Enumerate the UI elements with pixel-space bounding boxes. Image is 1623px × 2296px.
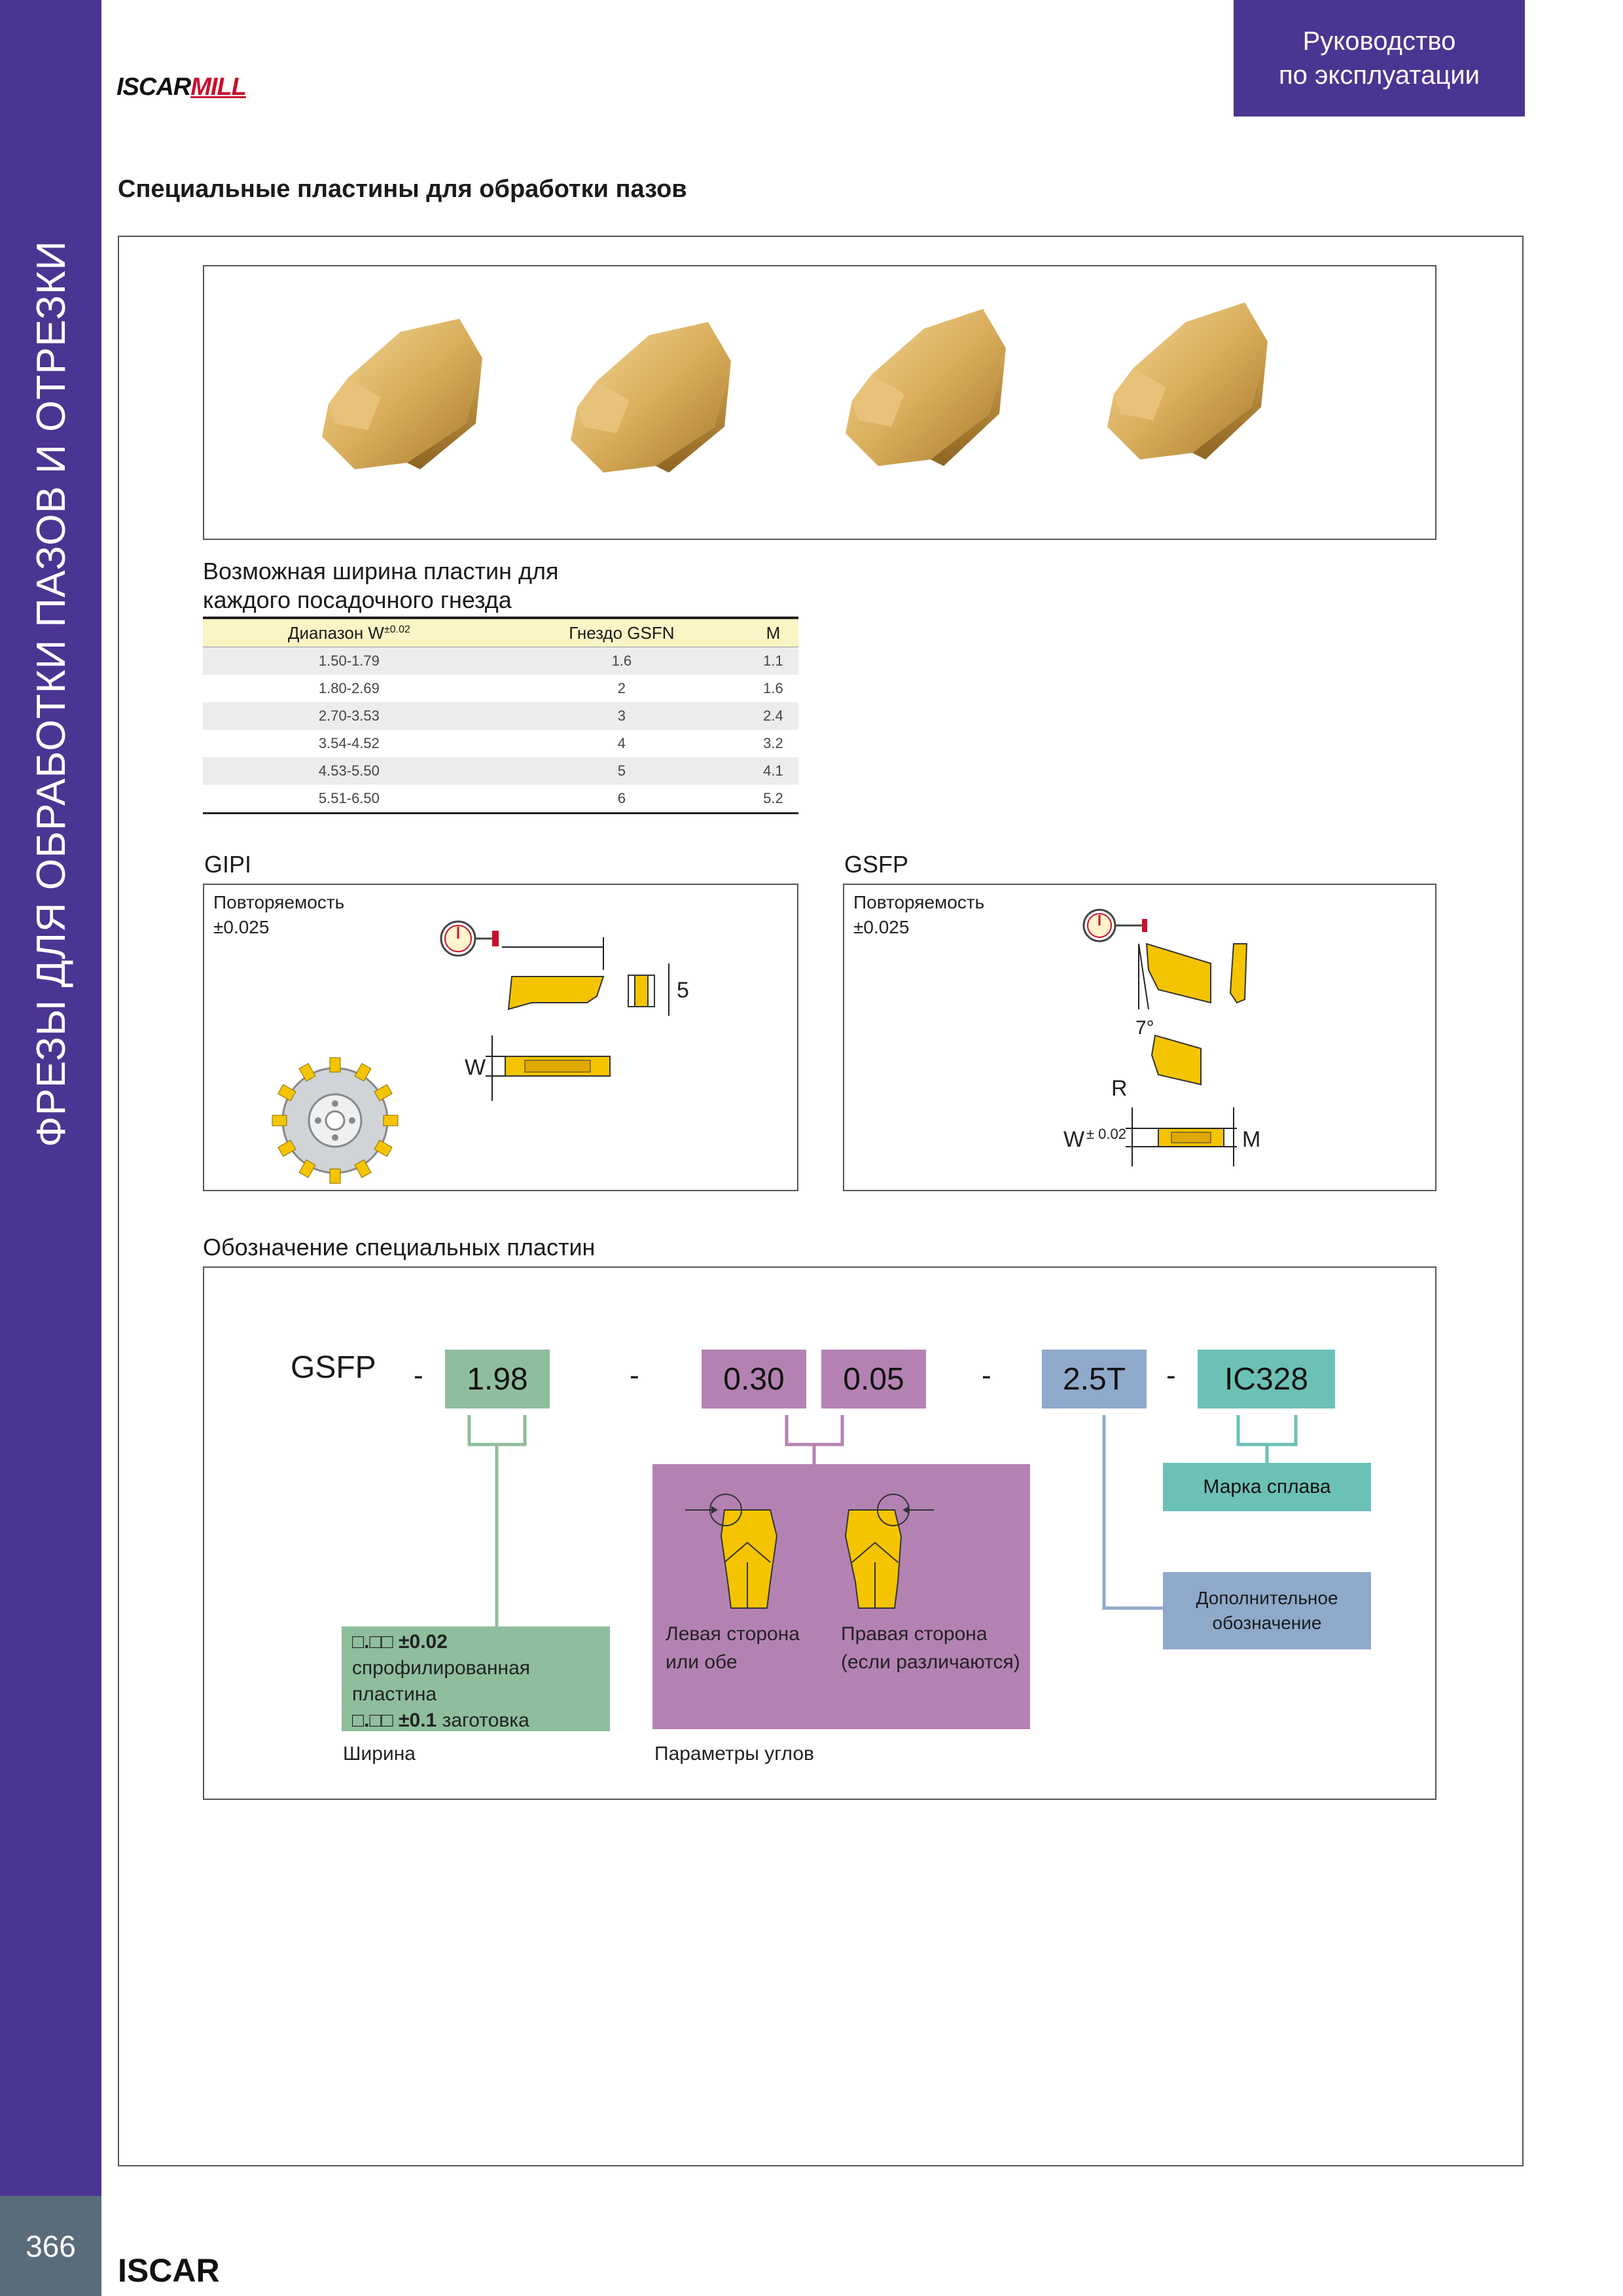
iscar-mill-logo: ISCARMILL [116, 73, 247, 101]
col-pocket: Гнездо GSFN [495, 617, 748, 647]
gsfp-dim-7: 7° [1135, 1017, 1154, 1039]
gsfp-dim-w: W [1063, 1127, 1084, 1152]
inserts-photo [322, 302, 1268, 473]
col-m: M [747, 617, 798, 647]
extra-label: Дополнительное обозначение [1163, 1572, 1371, 1649]
content-frame [118, 236, 1524, 2166]
code-angle-left-box: 0.30 [702, 1350, 806, 1408]
footer-brand: ISCAR [118, 2252, 220, 2289]
gsfp-title: GSFP [844, 851, 909, 878]
width-note-line4: □.□□ ±0.1 заготовка [352, 1710, 529, 1731]
extra-label-line2: обозначение [1212, 1613, 1322, 1633]
cutter-wheel-icon [272, 1057, 399, 1184]
insert-section-icon [628, 963, 669, 1016]
code-dash-2: - [630, 1359, 639, 1391]
right-side-line2: (если различаются) [841, 1651, 1020, 1673]
codes-connectors [467, 1415, 1298, 1628]
table-title-line1: Возможная ширина пластин для [203, 558, 559, 584]
right-side-line1: Правая сторона [841, 1623, 988, 1645]
width-caption: Ширина [343, 1743, 416, 1765]
manual-badge[interactable]: Руководство по эксплуатации [1234, 0, 1525, 117]
code-width-box: 1.98 [445, 1350, 550, 1408]
gipi-dim-5: 5 [677, 978, 689, 1003]
grade-label: Марка сплава [1163, 1463, 1371, 1511]
right-angle-insert-icon [844, 1494, 934, 1609]
gsfp-drawing: 7° R W ± 0.02 M [1063, 908, 1260, 1166]
angles-box: Левая сторона или обе Правая сторона (ес… [652, 1464, 1030, 1729]
gsfp-dim-r: R [1111, 1076, 1128, 1101]
col-range-tol: ±0.02 [383, 623, 410, 635]
extra-label-line1: Дополнительное [1196, 1588, 1338, 1608]
code-dash-3: - [982, 1359, 991, 1391]
gipi-rep-line2: ±0.025 [213, 917, 270, 937]
left-side-line1: Левая сторона [666, 1623, 800, 1645]
dial-gauge-icon [1082, 908, 1147, 942]
gipi-rep-line1: Повторяемость [213, 892, 345, 912]
left-side-line2: или обе [666, 1651, 738, 1673]
table-title-line2: каждого посадочного гнезда [203, 586, 512, 613]
angle-insert-drawings [685, 1494, 934, 1609]
width-note-box: □.□□ ±0.02 спрофилированная пластина □.□… [342, 1626, 610, 1731]
insert-photo-4 [1107, 302, 1268, 459]
insert-photo-1 [322, 319, 482, 469]
gsfp-rep-line2: ±0.025 [853, 917, 910, 937]
codes-title: Обозначение специальных пластин [203, 1234, 596, 1261]
gipi-title: GIPI [204, 851, 252, 878]
insert-side-icon [486, 1035, 611, 1101]
gsfp-dim-m: M [1242, 1127, 1260, 1152]
codes-frame: GSFP - 1.98 - 0.30 0.05 - 2.5T - IC328 М… [203, 1266, 1436, 1800]
page-number: 366 [0, 2196, 101, 2296]
dial-gauge-icon [440, 920, 499, 957]
code-angle-right-box: 0.05 [821, 1350, 926, 1408]
insert-side-icon [1126, 1107, 1237, 1166]
code-extra-box: 2.5T [1042, 1350, 1147, 1408]
left-angle-insert-icon [685, 1494, 778, 1609]
inserts-photo-frame [203, 265, 1436, 540]
width-note-line3: пластина [352, 1683, 437, 1705]
gipi-dim-w: W [465, 1055, 486, 1080]
width-note-line2: спрофилированная [352, 1657, 531, 1679]
insert-photo-3 [846, 309, 1006, 466]
col-range: Диапазон W±0.02 [203, 617, 495, 647]
code-prefix: GSFP [291, 1350, 376, 1385]
code-grade-box: IC328 [1198, 1350, 1335, 1408]
insert-photo-2 [571, 322, 731, 473]
width-note-line1: □.□□ ±0.02 [352, 1631, 448, 1653]
angle-caption: Параметры углов [654, 1743, 814, 1765]
side-title: ФРЕЗЫ ДЛЯ ОБРАБОТКИ ПАЗОВ И ОТРЕЗКИ [28, 240, 74, 1147]
sidebar-band [0, 0, 101, 2196]
code-dash-4: - [1166, 1359, 1176, 1391]
gsfp-dim-w-tol: ± 0.02 [1086, 1126, 1126, 1142]
gsfp-rep-line1: Повторяемость [853, 892, 985, 912]
manual-badge-line1: Руководство [1302, 27, 1456, 56]
code-dash-1: - [414, 1359, 423, 1391]
gipi-diagram: Повторяемость ±0.025 5 W [203, 884, 798, 1191]
logo-part2: MILL [190, 73, 247, 101]
gipi-drawing: 5 W [272, 920, 689, 1184]
logo-part1: ISCAR [116, 73, 191, 101]
section-heading: Специальные пластины для обработки пазов [118, 175, 687, 203]
gsfp-diagram: Повторяемость ±0.025 7° R W ± 0.02 M [843, 884, 1436, 1191]
manual-badge-line2: по эксплуатации [1278, 61, 1480, 90]
